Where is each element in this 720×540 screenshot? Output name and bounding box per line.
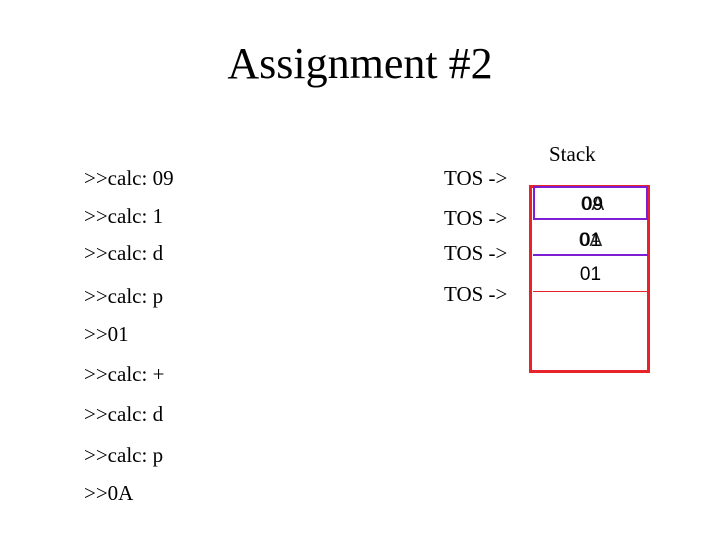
stack-cell-value: 09 [581,194,604,215]
stack-cell: 01 0A [533,222,648,256]
command-line: >>calc: d [84,402,164,426]
stack-cell: 09 0A [533,186,648,220]
tos-pointer: TOS -> [444,166,508,190]
command-line: >>calc: + [84,362,165,386]
command-line: >>calc: 09 [84,166,174,190]
tos-pointer: TOS -> [444,206,508,230]
stack-cell-value: 01 [579,230,602,251]
command-line: >>calc: d [84,241,164,265]
tos-pointer: TOS -> [444,241,508,265]
stack-cell: 01 [533,258,648,292]
command-line: >>calc: p [84,443,164,467]
stack-label: Stack [549,142,596,166]
command-line: >>calc: p [84,284,164,308]
command-line: >>0A [84,481,134,505]
command-line: >>01 [84,322,129,346]
command-line: >>calc: 1 [84,204,164,228]
slide-title: Assignment #2 [227,39,493,88]
stack-cell-value: 01 [579,264,602,285]
tos-pointer: TOS -> [444,282,508,306]
stack-cell-value-overlay: 0A [580,194,605,215]
stack-cell-value-overlay: 0A [578,230,603,251]
